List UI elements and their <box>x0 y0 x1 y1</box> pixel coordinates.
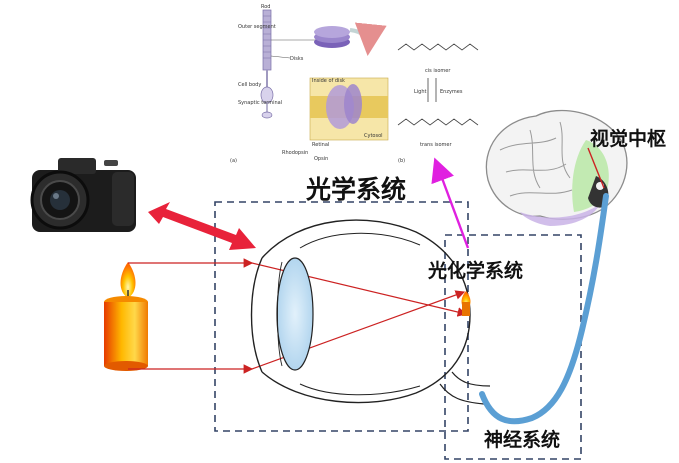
optical-system-label: 光学系统 <box>306 175 407 204</box>
camera-eye-double-arrow <box>148 202 256 250</box>
rhodopsin-inset: Rod Outer segment Disks Cell body Synapt… <box>225 2 490 170</box>
brain-drawing <box>485 109 628 226</box>
inset-label-cell-body: Cell body <box>238 82 261 88</box>
inset-label-outer-segment: Outer segment <box>238 24 276 30</box>
inset-label-light: Light <box>414 89 427 95</box>
inset-label-panel-a: (a) <box>230 158 237 164</box>
nervous-system-label: 神经系统 <box>484 429 561 451</box>
eye-drawing <box>250 219 491 405</box>
camera-icon <box>30 158 136 232</box>
inset-label-cytosol: Cytosol <box>364 133 383 139</box>
inset-label-panel-b: (b) <box>398 158 405 164</box>
candle-icon <box>104 262 148 371</box>
visual-center-pointer <box>587 147 605 189</box>
isomer-drawing <box>397 43 479 126</box>
optical-system-box <box>214 201 469 432</box>
inset-label-rhodopsin: Rhodopsin <box>282 150 308 156</box>
visual-center-label: 视觉中枢 <box>590 128 667 150</box>
inset-label-trans-isomer: trans isomer <box>420 142 452 148</box>
eye-lens <box>276 257 314 371</box>
inset-label-enzymes: Enzymes <box>440 89 463 95</box>
inset-label-disks: Disks <box>290 56 304 62</box>
inset-label-inside-of-disk: Inside of disk <box>312 78 345 84</box>
inset-label-synaptic-terminal: Synaptic terminal <box>238 100 282 106</box>
optic-nerve-pathway <box>479 193 609 425</box>
disk-stack-drawing <box>314 22 387 56</box>
photochemical-system-label: 光化学系统 <box>428 260 524 282</box>
inset-label-rod: Rod <box>261 4 270 10</box>
inset-label-opsin: Opsin <box>314 156 328 162</box>
membrane-drawing <box>309 77 389 141</box>
inset-label-cis-isomer: cis isomer <box>425 68 451 74</box>
retina-image-candle <box>461 291 471 316</box>
photochem-to-inset-arrow <box>431 157 470 249</box>
inset-label-retinal: Retinal <box>312 142 329 148</box>
rod-cell-drawing <box>260 9 274 119</box>
